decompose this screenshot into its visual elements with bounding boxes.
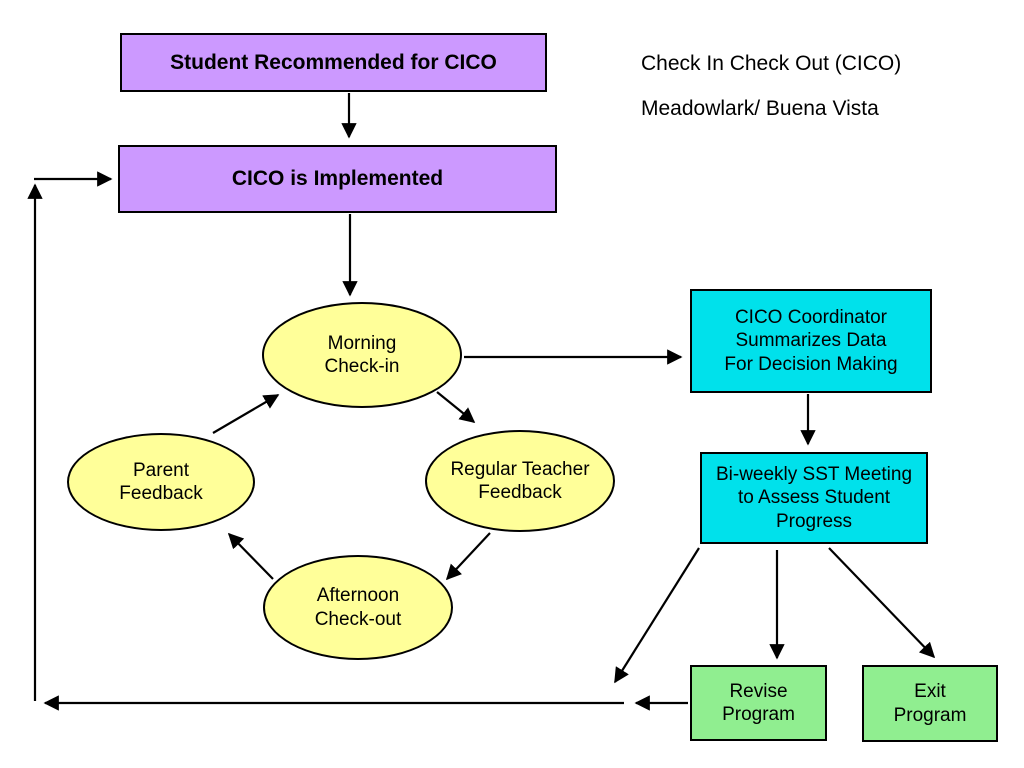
node-morning-checkin: Morning Check-in — [262, 302, 462, 408]
node-afternoon-checkout: Afternoon Check-out — [263, 555, 453, 660]
node-student-recommended: Student Recommended for CICO — [120, 33, 547, 92]
node-exit-program: Exit Program — [862, 665, 998, 742]
arrow-parent-to-morning — [212, 394, 280, 434]
node-revise-program: Revise Program — [690, 665, 827, 741]
node-cico-implemented: CICO is Implemented — [118, 145, 557, 213]
slide-title-line1: Check In Check Out (CICO) — [641, 52, 902, 75]
arrow-biweekly-to-exit — [828, 547, 936, 659]
node-regular-teacher-feedback: Regular Teacher Feedback — [425, 430, 615, 532]
node-parent-feedback: Parent Feedback — [67, 433, 255, 531]
arrow-afternoon-to-parent — [227, 532, 274, 580]
node-biweekly-sst: Bi-weekly SST Meeting to Assess Student … — [700, 452, 928, 544]
arrow-biweekly-to-loop — [614, 547, 700, 684]
node-cico-coordinator: CICO Coordinator Summarizes Data For Dec… — [690, 289, 932, 393]
arrow-teacher-to-afternoon — [445, 532, 491, 581]
arrow-morning-to-teacher — [436, 391, 476, 423]
slide-title-line2: Meadowlark/ Buena Vista — [641, 97, 879, 120]
